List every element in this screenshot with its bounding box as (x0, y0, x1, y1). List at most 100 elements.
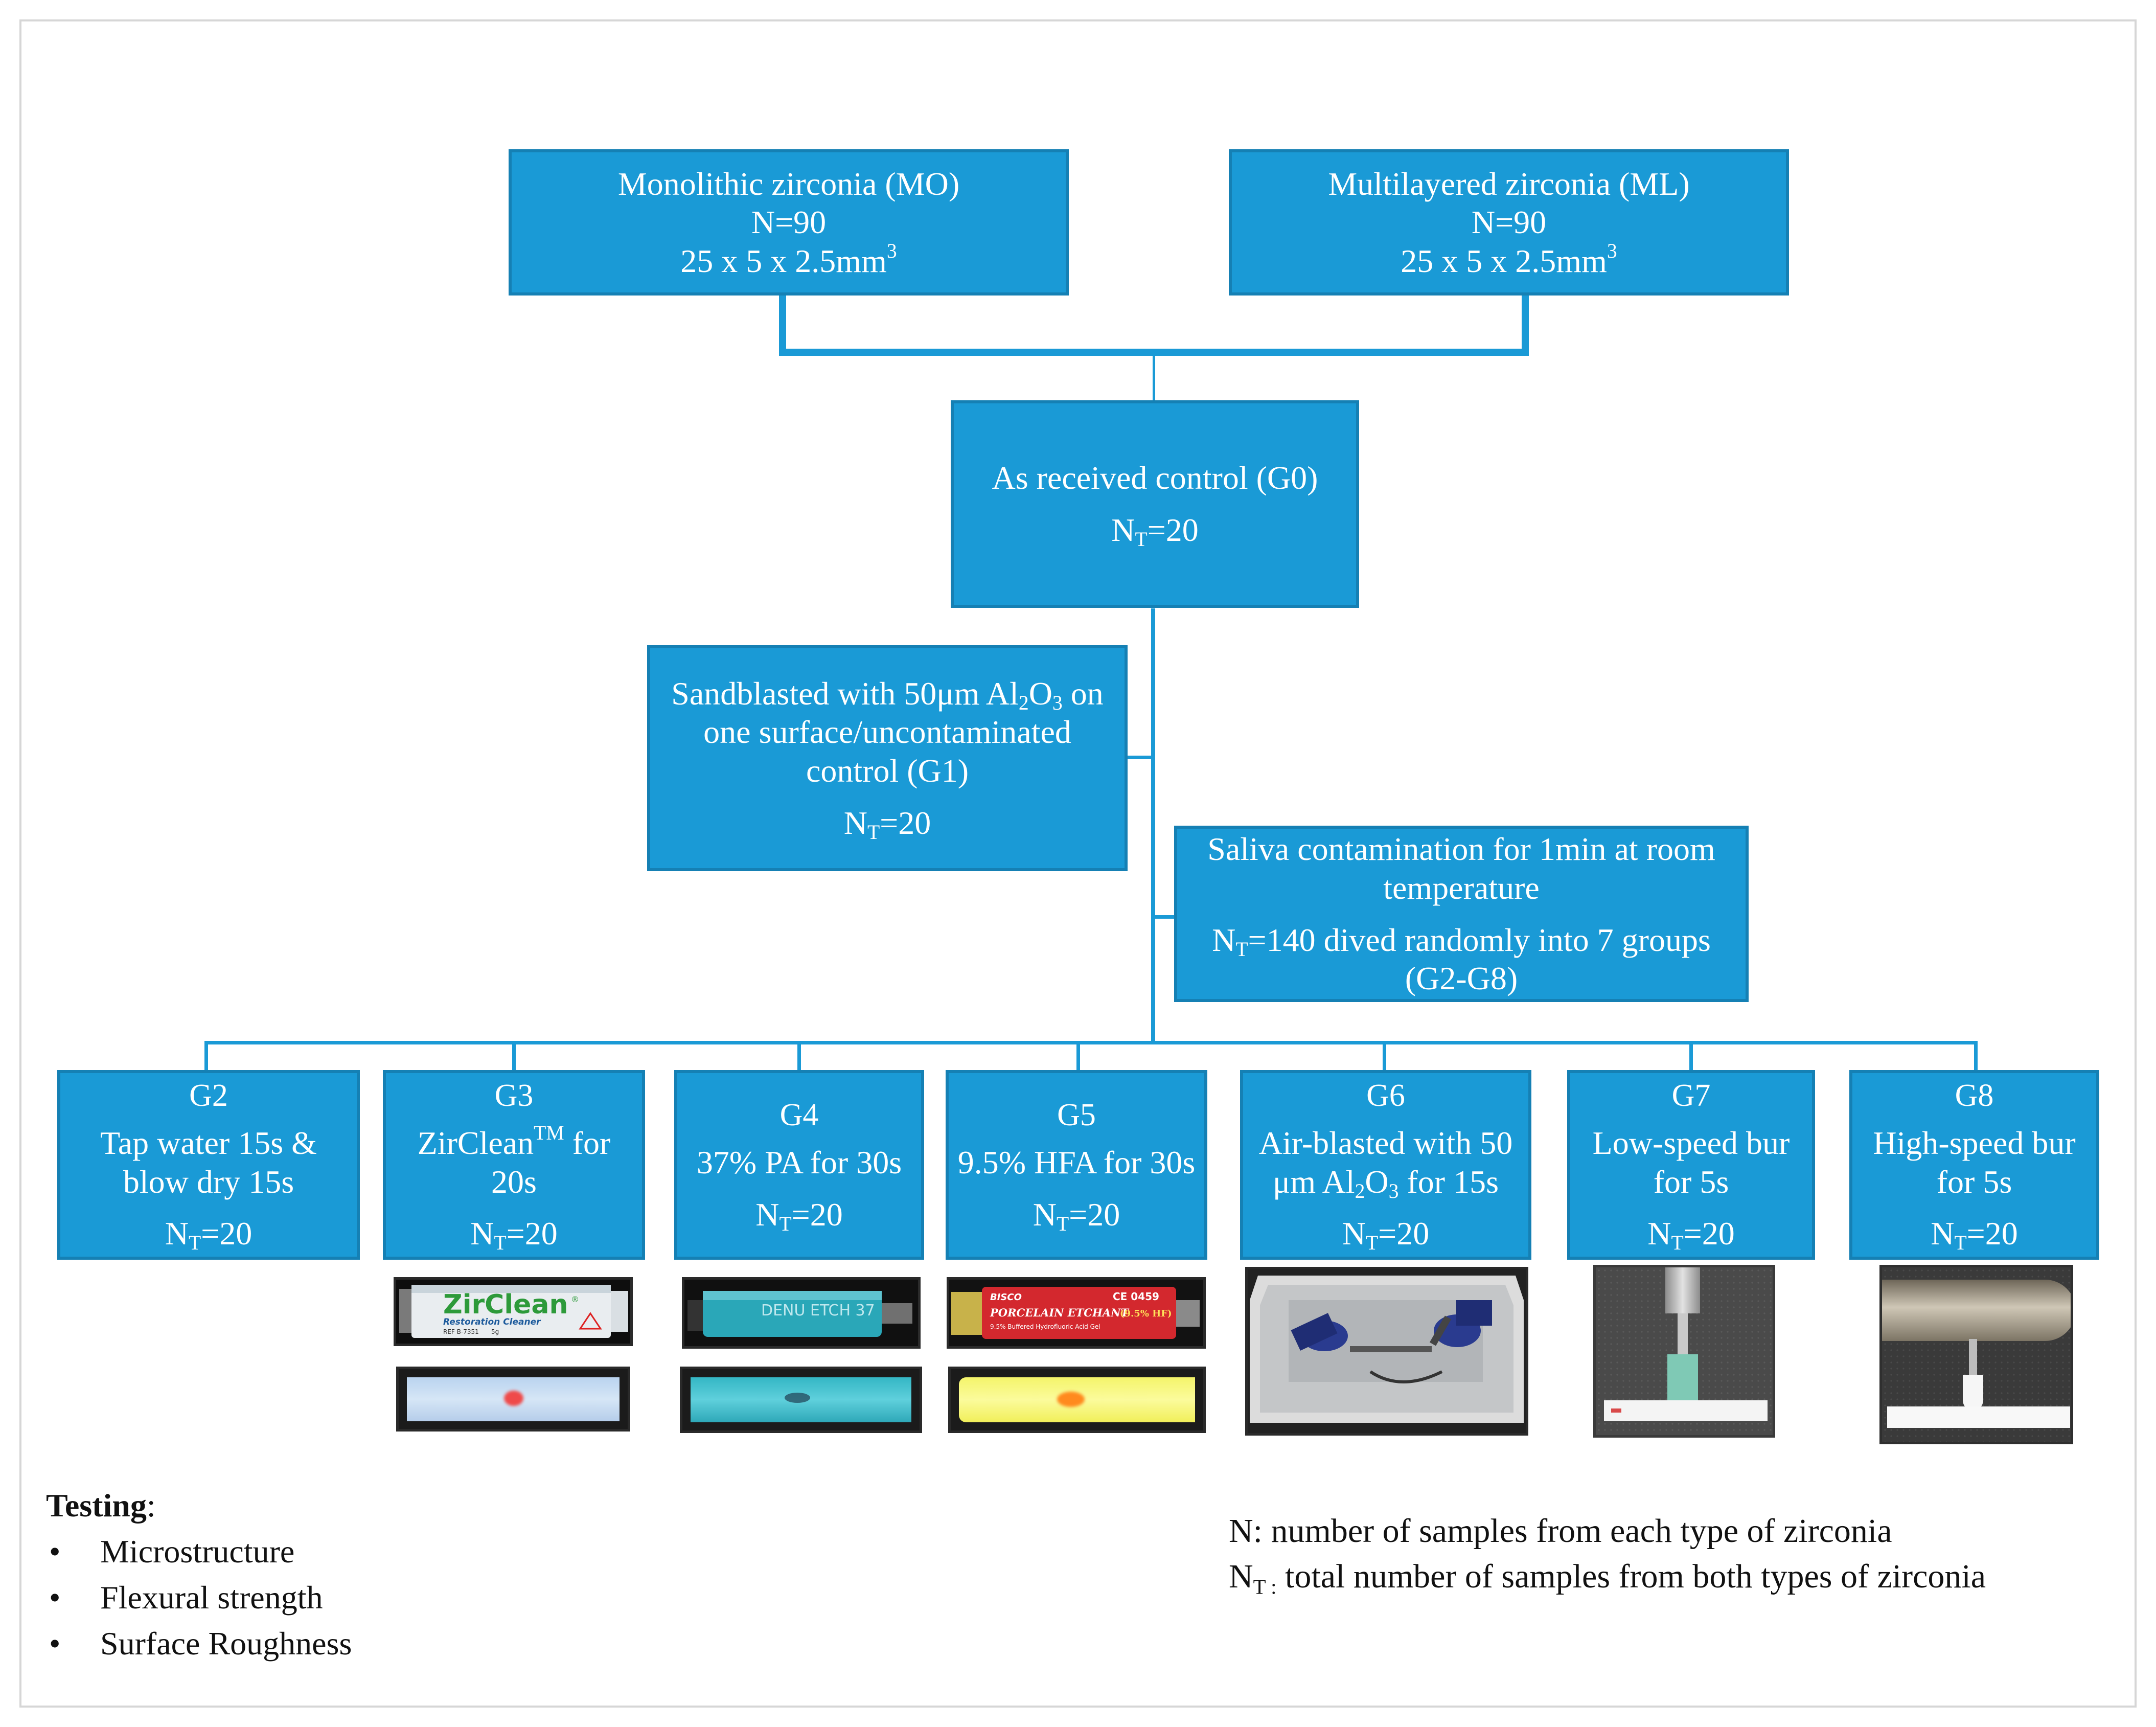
connector-to-g1 (1127, 756, 1153, 759)
box-g6-air-blasted: G6 Air-blasted with 50 μm Al2O3 for 15s … (1240, 1070, 1531, 1260)
ml-title: Multilayered zirconia (ML) (1328, 165, 1690, 202)
g8-line2: for 5s (1936, 1163, 2012, 1200)
mo-dimensions: 25 x 5 x 2.5mm3 (680, 239, 897, 279)
saliva-sample-count: NT=140 dived randomly into 7 groups (1212, 921, 1711, 961)
photo-zirclean-tube: ZirClean ® Restoration Cleaner REF B-735… (394, 1277, 633, 1346)
saliva-line2: temperature (1383, 869, 1540, 906)
g6-sample-count: NT=20 (1342, 1215, 1430, 1255)
air-blasting-cabinet-image (1250, 1276, 1524, 1423)
connector-mo-down (779, 296, 786, 356)
legend-n-definition: N: number of samples from each type of z… (1229, 1512, 1892, 1550)
g3-line1: ZirCleanTM for (417, 1122, 611, 1162)
connector-to-g0 (1153, 356, 1155, 402)
photo-hfa-syringe: BISCO CE 0459 PORCELAIN ETCHANT (9.5% HF… (947, 1277, 1206, 1349)
svg-text:BISCO: BISCO (990, 1292, 1022, 1303)
box-g2-tap-water: G2 Tap water 15s & blow dry 15s NT=20 (57, 1070, 360, 1260)
g1-line1: Sandblasted with 50μm Al2O3 on (671, 675, 1104, 714)
photo-air-blasting-cabinet (1245, 1267, 1528, 1436)
zirclean-tube-image: ZirClean ® Restoration Cleaner REF B-735… (399, 1285, 628, 1338)
g1-sample-count: NT=20 (843, 804, 931, 844)
connector-to-g3 (512, 1041, 516, 1074)
pa-syringe-image: DENU ETCH 37 (687, 1291, 912, 1337)
photo-pa-sample (680, 1367, 922, 1433)
connector-ml-down (1522, 296, 1529, 356)
photo-pa-syringe: DENU ETCH 37 (682, 1277, 921, 1349)
svg-text:REF B-7351: REF B-7351 (443, 1328, 479, 1335)
svg-text:(9.5% HF): (9.5% HF) (1120, 1308, 1172, 1319)
g6-line2: μm Al2O3 for 15s (1273, 1163, 1499, 1202)
g0-sample-count: NT=20 (1111, 512, 1199, 551)
connector-to-g5 (1076, 1041, 1080, 1074)
g5-line1: 9.5% HFA for 30s (957, 1144, 1196, 1181)
hfa-syringe-image: BISCO CE 0459 PORCELAIN ETCHANT (9.5% HF… (951, 1287, 1200, 1339)
box-multilayered-zirconia: Multilayered zirconia (ML) N=90 25 x 5 x… (1229, 149, 1789, 296)
svg-text:CE 0459: CE 0459 (1113, 1290, 1159, 1303)
g5-sample-count: NT=20 (1033, 1196, 1120, 1235)
testing-heading: Testing: (46, 1487, 156, 1524)
connector-to-g6 (1383, 1041, 1386, 1074)
g4-id: G4 (779, 1097, 819, 1132)
g4-line1: 37% PA for 30s (696, 1144, 902, 1181)
box-g4-phosphoric-acid: G4 37% PA for 30s NT=20 (674, 1070, 924, 1260)
svg-text:5g: 5g (491, 1328, 499, 1335)
mo-count: N=90 (751, 204, 827, 241)
g7-sample-count: NT=20 (1647, 1215, 1735, 1255)
svg-text:DENU ETCH 37: DENU ETCH 37 (761, 1302, 875, 1320)
saliva-line4: (G2-G8) (1405, 960, 1518, 997)
g7-line1: Low-speed bur (1592, 1125, 1790, 1162)
box-g8-high-speed-bur: G8 High-speed bur for 5s NT=20 (1849, 1070, 2099, 1260)
photo-high-speed-bur (1879, 1265, 2073, 1444)
saliva-line1: Saliva contamination for 1min at room (1207, 831, 1715, 868)
g3-sample-count: NT=20 (470, 1215, 558, 1255)
connector-bottom-bar (206, 1041, 1978, 1044)
connector-top-bracket (779, 349, 1529, 356)
photo-zirclean-sample (396, 1367, 630, 1431)
testing-list: Testing: •Microstructure •Flexural stren… (46, 1483, 352, 1667)
g3-line2: 20s (491, 1163, 537, 1200)
box-g1-sandblasted-control: Sandblasted with 50μm Al2O3 on one surfa… (647, 645, 1128, 871)
ml-dimensions: 25 x 5 x 2.5mm3 (1401, 239, 1617, 279)
box-g5-hydrofluoric-acid: G5 9.5% HFA for 30s NT=20 (946, 1070, 1207, 1260)
connector-to-g4 (797, 1041, 801, 1074)
connector-to-saliva (1151, 915, 1176, 919)
g2-id: G2 (189, 1078, 228, 1114)
photo-hfa-sample (948, 1367, 1206, 1433)
photo-low-speed-bur (1593, 1265, 1775, 1438)
connector-to-g8 (1974, 1041, 1978, 1074)
g1-line3: control (G1) (806, 753, 969, 789)
g8-id: G8 (1955, 1078, 1994, 1114)
connector-to-g2 (204, 1041, 208, 1074)
connector-to-g7 (1689, 1041, 1693, 1074)
box-saliva-contamination: Saliva contamination for 1min at room te… (1174, 826, 1749, 1002)
g8-sample-count: NT=20 (1931, 1215, 2018, 1255)
mo-title: Monolithic zirconia (MO) (617, 165, 960, 202)
g5-id: G5 (1057, 1097, 1096, 1132)
g6-id: G6 (1366, 1078, 1405, 1114)
box-monolithic-zirconia: Monolithic zirconia (MO) N=90 25 x 5 x 2… (509, 149, 1069, 296)
g2-line1: Tap water 15s & (100, 1125, 317, 1162)
box-g7-low-speed-bur: G7 Low-speed bur for 5s NT=20 (1567, 1070, 1815, 1260)
box-g0-as-received-control: As received control (G0) NT=20 (951, 400, 1359, 608)
g6-line1: Air-blasted with 50 (1258, 1125, 1513, 1162)
g3-id: G3 (494, 1078, 534, 1114)
svg-text:PORCELAIN ETCHANT: PORCELAIN ETCHANT (990, 1306, 1129, 1319)
g8-line1: High-speed bur (1873, 1125, 2076, 1162)
g7-line2: for 5s (1653, 1163, 1729, 1200)
svg-text:ZirClean: ZirClean (443, 1289, 568, 1320)
legend-nt-definition: NT : total number of samples from both t… (1229, 1558, 1986, 1599)
testing-item: •Flexural strength (49, 1579, 323, 1616)
svg-text:®: ® (571, 1294, 579, 1304)
svg-text:9.5% Buffered Hydrofluoric Aci: 9.5% Buffered Hydrofluoric Acid Gel (990, 1323, 1100, 1330)
g1-line2: one surface/uncontaminated (703, 714, 1071, 751)
box-g3-zirclean: G3 ZirCleanTM for 20s NT=20 (383, 1070, 645, 1260)
connector-main-trunk (1151, 608, 1155, 1043)
g2-sample-count: NT=20 (165, 1215, 253, 1255)
g2-line2: blow dry 15s (123, 1163, 294, 1200)
svg-text:Restoration Cleaner: Restoration Cleaner (443, 1317, 541, 1327)
g4-sample-count: NT=20 (755, 1196, 843, 1235)
legend: N: number of samples from each type of z… (1229, 1508, 1986, 1599)
figure-frame (19, 19, 2137, 1708)
testing-item: •Surface Roughness (49, 1625, 352, 1662)
testing-item: •Microstructure (49, 1533, 295, 1570)
g7-id: G7 (1671, 1078, 1711, 1114)
